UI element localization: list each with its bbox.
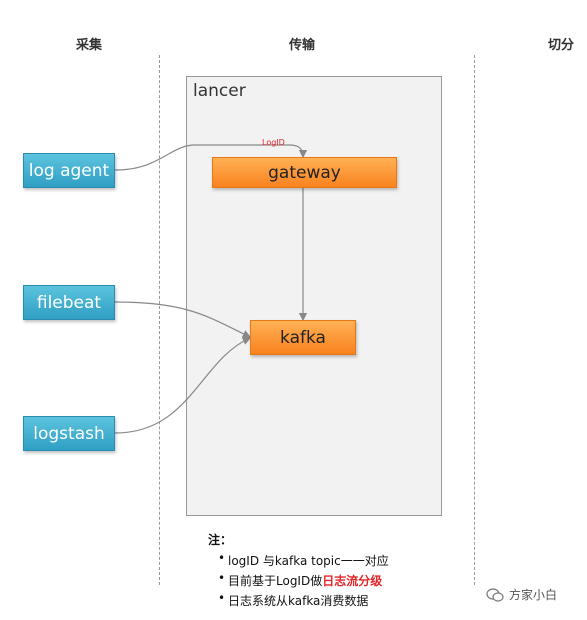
edge-label-logid: LogID xyxy=(262,138,285,147)
divider-right xyxy=(474,55,475,585)
edge-logagent-gateway xyxy=(114,144,308,171)
watermark-text: 方家小白 xyxy=(509,588,558,602)
column-header-collect: 采集 xyxy=(76,38,103,53)
watermark: 方家小白 xyxy=(486,586,557,603)
node-filebeat: filebeat xyxy=(23,285,115,320)
note-item: 日志系统从kafka消费数据 xyxy=(218,591,389,609)
node-kafka: kafka xyxy=(250,320,356,355)
note-item: logID 与kafka topic一一对应 xyxy=(218,551,389,569)
node-gateway: gateway xyxy=(212,157,397,188)
note-highlight: 日志流分级 xyxy=(322,574,383,588)
node-log-agent: log agent xyxy=(23,153,115,188)
edge-logstash-kafka xyxy=(114,337,252,434)
column-header-split: 切分 xyxy=(548,38,575,53)
wechat-icon xyxy=(486,587,504,602)
column-header-transport: 传输 xyxy=(289,38,316,53)
edge-filebeat-kafka xyxy=(114,301,252,338)
note-item: 目前基于LogID做日志流分级 xyxy=(218,571,389,589)
notes-title: 注： xyxy=(208,533,233,547)
node-logstash: logstash xyxy=(23,416,115,451)
lancer-label: lancer xyxy=(193,81,246,101)
divider-left xyxy=(159,55,160,585)
notes-block: 注： logID 与kafka topic一一对应 目前基于LogID做日志流分… xyxy=(208,531,389,612)
lancer-container: lancer xyxy=(186,76,442,516)
